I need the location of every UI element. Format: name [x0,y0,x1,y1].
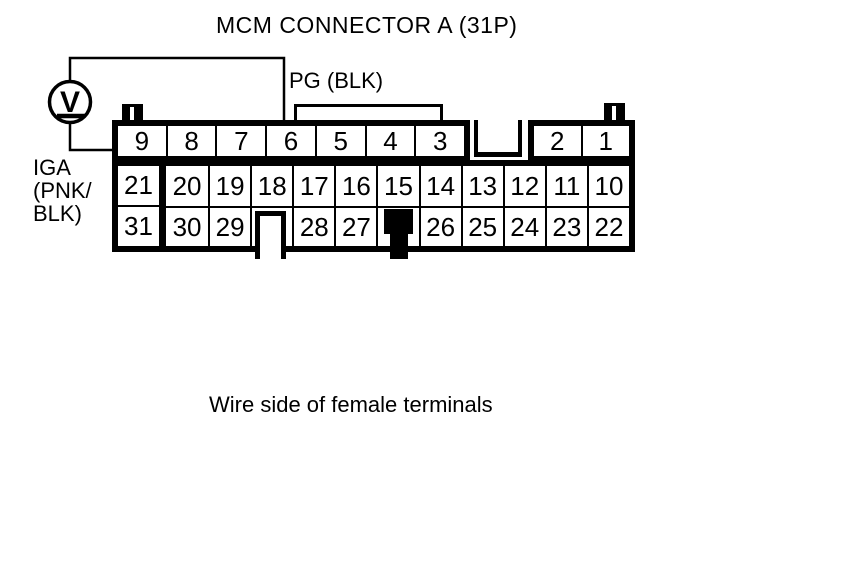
voltmeter-icon: V [47,79,93,125]
connector-latch-outline [294,104,443,120]
pin-row1-left-block: 9 8 7 6 5 4 3 [112,120,470,162]
pin-cell-26: 26 [418,206,461,246]
pin-row1-right-block: 2 1 [528,120,635,162]
pin-cell-14: 14 [418,166,461,206]
iga-label-line3: BLK) [33,201,82,226]
thick-divider [159,166,166,246]
pin-cell-22: 22 [586,206,629,246]
pin-cell-27: 27 [334,206,377,246]
pin-cell-5: 5 [314,126,365,156]
keyway-cell [250,206,293,246]
mount-tab-right-slit [612,106,616,122]
pin-cell-4: 4 [364,126,415,156]
pin-cell-25: 25 [460,206,503,246]
pin-cell-13: 13 [460,166,503,206]
pin-cell-11: 11 [544,166,587,206]
pin-cell-15: 15 [376,166,418,206]
pg-wire-label: PG (BLK) [289,68,384,93]
pin-cell-6: 6 [265,126,315,156]
pin-cell-20: 20 [172,170,202,201]
pin-cell-9: 9 [134,125,150,156]
wire-to-pin9 [68,122,114,152]
diagram-title: MCM CONNECTOR A (31P) [216,12,518,38]
pin-cell-17: 17 [292,166,334,206]
pin-cell-12: 12 [502,166,545,206]
iga-label-line1: IGA [33,155,71,180]
keyway-channel-top [474,120,522,157]
pin-cell-29: 29 [208,206,251,246]
iga-wire-label: IGA (PNK/ BLK) [33,156,92,225]
pin-cell-10: 10 [586,166,629,206]
pin-grid: 20 19 18 17 16 15 14 13 12 11 10 30 29 2… [166,166,629,246]
pin-cell-28: 28 [292,206,335,246]
pin-cell-16: 16 [334,166,376,206]
pin-cell-2: 2 [550,125,565,156]
blocked-cell [376,206,419,246]
mount-tab-left [122,104,143,122]
pin-cell-23: 23 [544,206,587,246]
mount-tab-right [604,103,625,122]
blocked-terminal-fill [384,209,413,234]
voltmeter-symbol: V [60,86,80,119]
pin-cell-30: 30 [166,206,209,246]
left-pin-column: 21 31 [118,166,159,246]
pin-cell-1: 1 [580,126,630,156]
pin-cell-8: 8 [165,126,216,156]
wire-side-caption: Wire side of female terminals [209,392,493,417]
keyway-slot-bottom [255,211,286,259]
wire-to-pin6 [68,56,286,121]
pin-cell-24: 24 [502,206,545,246]
pin-cell-21: 21 [124,170,153,200]
pin-cell-19: 19 [208,166,250,206]
pin-cell-31: 31 [118,205,159,246]
blocked-terminal-stub [390,232,408,259]
pin-cell-3: 3 [414,126,464,156]
pin-cell-18: 18 [250,166,292,206]
pin-cell-7: 7 [215,126,265,156]
pin-rows23-block: 21 31 20 19 18 17 16 15 14 13 12 11 10 3… [112,160,635,252]
iga-label-line2: (PNK/ [33,178,92,203]
mount-tab-left-slit [130,107,134,122]
